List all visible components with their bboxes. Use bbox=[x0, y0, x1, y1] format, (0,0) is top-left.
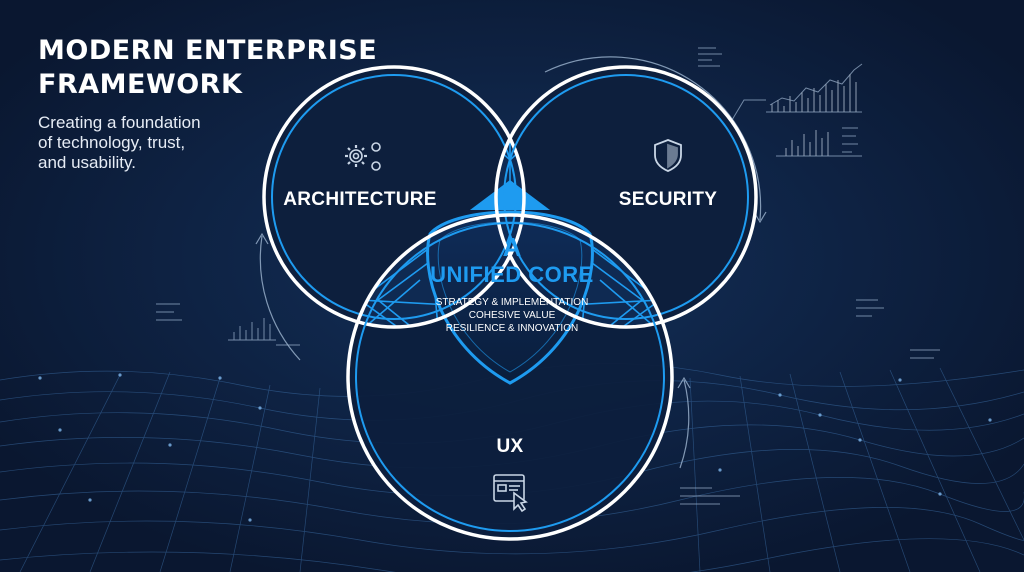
core-shape bbox=[426, 210, 594, 385]
page-title: MODERN ENTERPRISE FRAMEWORK bbox=[38, 34, 377, 102]
page-subtitle-line: and usability. bbox=[38, 153, 136, 172]
core-item-3: RESILIENCE & INNOVATION bbox=[446, 323, 578, 334]
browser-cursor-icon bbox=[493, 474, 528, 513]
page-subtitle-line: of technology, trust, bbox=[38, 133, 186, 152]
gears-icon bbox=[345, 142, 381, 171]
core-title-line1: A bbox=[503, 232, 522, 262]
ux-label: UX bbox=[497, 436, 524, 457]
core-title-line2: UNIFIED CORE bbox=[430, 262, 594, 287]
network-nodes bbox=[38, 373, 992, 522]
architecture-label: ARCHITECTURE bbox=[283, 189, 437, 210]
page-title-line: MODERN ENTERPRISE bbox=[38, 35, 378, 66]
page-subtitle: Creating a foundation of technology, tru… bbox=[38, 113, 201, 173]
venn-diagram bbox=[262, 65, 758, 541]
decor-chart-left bbox=[156, 299, 940, 505]
page-title-line: FRAMEWORK bbox=[38, 69, 243, 100]
security-label: SECURITY bbox=[619, 189, 717, 210]
decor-chart-top-right bbox=[698, 47, 863, 157]
core-item-1: STRATEGY & IMPLEMENTATION bbox=[436, 297, 589, 308]
core-top-accent bbox=[470, 180, 550, 210]
page-subtitle-line: Creating a foundation bbox=[38, 113, 201, 132]
shield-icon bbox=[654, 139, 682, 172]
core-item-2: COHESIVE VALUE bbox=[469, 310, 556, 321]
